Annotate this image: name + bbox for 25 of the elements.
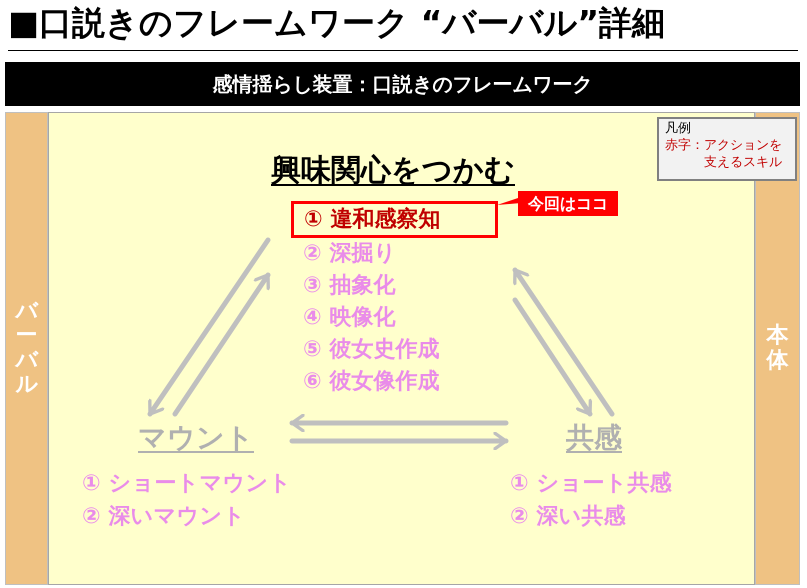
arrow <box>512 268 614 416</box>
skill-item: ② 深い共感 <box>510 503 626 531</box>
stage-heading: 共感 <box>566 421 622 455</box>
callout-tag: 今回はココ <box>518 191 618 216</box>
stage-heading: 興味関心をつかむ <box>271 153 515 189</box>
arrow <box>512 298 592 416</box>
skill-item: ② 深いマウント <box>82 503 246 531</box>
skill-item: ③ 抽象化 <box>303 272 396 300</box>
arrow <box>290 431 508 451</box>
skill-item: ② 深掘り <box>303 240 396 268</box>
side-bar: バーバル <box>5 112 48 585</box>
arrow <box>172 272 270 416</box>
legend-title: 凡例 <box>665 121 691 138</box>
skill-item: ⑥ 彼女像作成 <box>303 368 440 396</box>
arrow <box>290 413 508 433</box>
skill-item: ⑤ 彼女史作成 <box>303 336 440 364</box>
skill-item: ① ショート共感 <box>510 470 672 498</box>
skill-item: ④ 映像化 <box>303 304 396 332</box>
skill-item: ① ショートマウント <box>82 470 292 498</box>
legend-box <box>657 117 797 181</box>
stage-heading: マウント <box>138 421 254 455</box>
highlighted-skill-box: ① 違和感察知 <box>291 201 498 238</box>
header-bar: 感情揺らし装置：口説きのフレームワーク <box>5 62 800 106</box>
page-title: ■口説きのフレームワーク “バーバル”詳細 <box>8 2 666 44</box>
arrow <box>148 238 270 416</box>
